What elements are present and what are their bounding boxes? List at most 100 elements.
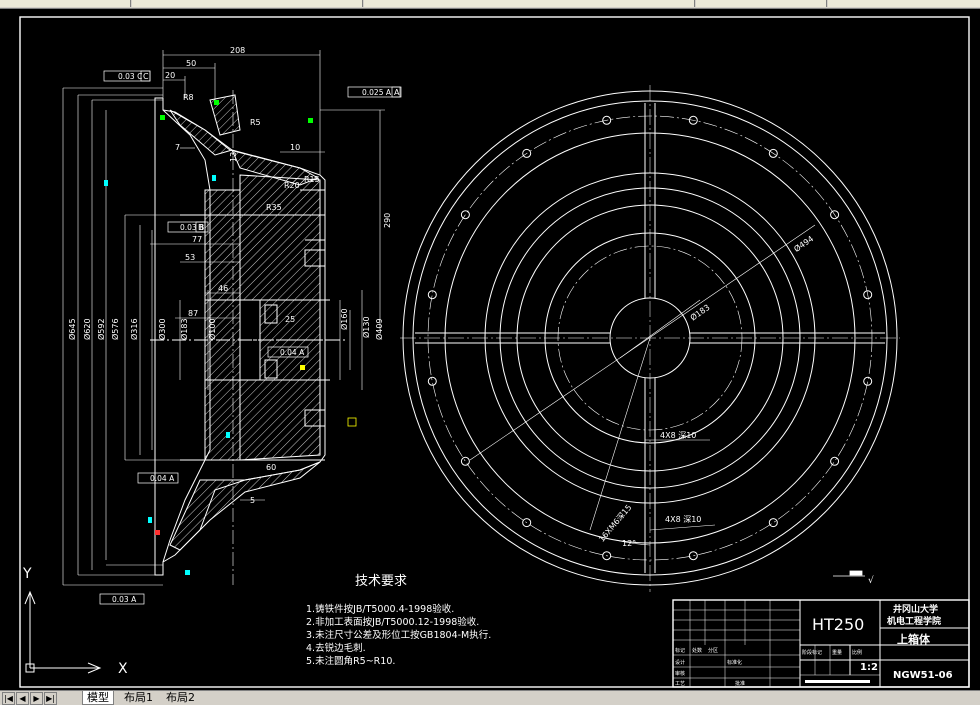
- tech-item-4: 4.去锐边毛刺.: [306, 642, 366, 654]
- roughness-symbol: √: [833, 570, 874, 586]
- bolt-hole: [427, 290, 437, 300]
- dim-60: 60: [266, 463, 276, 472]
- axis-x-label: X: [118, 661, 128, 677]
- dim-25: 25: [285, 315, 295, 324]
- first-tab-button[interactable]: |◀: [2, 692, 15, 705]
- dim-phi300: Ø300: [157, 318, 167, 340]
- bolt-hole: [427, 376, 437, 386]
- marker: [226, 432, 230, 438]
- tb-label: 比例: [852, 649, 862, 656]
- datum-c: C: [143, 72, 149, 81]
- dim-290: 290: [383, 213, 392, 228]
- marker: [300, 365, 305, 370]
- axis-y-label: Y: [22, 566, 32, 582]
- title-block-text: HT250 井冈山大学 机电工程学院 上箱体 NGW51-06 1:2 标记 处…: [675, 603, 953, 687]
- marker: [104, 180, 108, 186]
- bolt-hole: [522, 518, 532, 528]
- scale: 1:2: [860, 662, 878, 673]
- drawing-canvas[interactable]: 208 50 20 10 7 13 290 77 53 46 87 5 25 6…: [0, 9, 980, 690]
- dim-53: 53: [185, 253, 195, 262]
- tb-label: 标准化: [727, 659, 742, 666]
- material: HT250: [812, 615, 864, 634]
- bolt-holes: [427, 115, 873, 561]
- prev-tab-button[interactable]: ◀: [16, 692, 29, 705]
- next-tab-button[interactable]: ▶: [30, 692, 43, 705]
- tech-item-3: 3.未注尺寸公差及形位工按GB1804-M执行.: [306, 629, 491, 641]
- hole-label-2: 4X8 深10: [665, 515, 701, 524]
- title-block: [672, 599, 970, 688]
- marker: [212, 175, 216, 181]
- datum-b: B: [198, 223, 204, 232]
- tab-layout2[interactable]: 布局2: [166, 691, 195, 704]
- radius-r35: R35: [266, 203, 282, 212]
- radius-r8: R8: [183, 93, 194, 102]
- bolt-hole: [830, 456, 840, 466]
- dim-phi100: Ø100: [207, 318, 217, 340]
- toolbar-segment[interactable]: [132, 0, 363, 7]
- section-view: [150, 90, 345, 585]
- bolt-hole: [602, 115, 612, 125]
- marker: [214, 100, 219, 105]
- tolerance-2: 0.025 A: [362, 88, 392, 97]
- part-name: 上箱体: [897, 632, 931, 646]
- tab-layout1[interactable]: 布局1: [124, 691, 153, 704]
- ucs-icon: [24, 590, 102, 674]
- tech-title: 技术要求: [355, 574, 407, 589]
- dim-phi183: Ø183: [179, 318, 189, 340]
- dim-10: 10: [290, 143, 300, 152]
- tolerance-3: 0.03 B: [180, 223, 204, 232]
- bolt-hole: [863, 376, 873, 386]
- bolt-hole: [602, 551, 612, 561]
- tolerance-1: 0.03 C: [118, 72, 142, 81]
- school-line-2: 机电工程学院: [887, 615, 941, 627]
- marker: [148, 517, 152, 523]
- toolbar-segment[interactable]: [364, 0, 695, 7]
- hole-label-3: 16XM6深15: [597, 503, 633, 544]
- tech-item-5: 5.未注圆角R5~R10.: [306, 655, 395, 667]
- roughness-mark: √: [868, 575, 874, 586]
- hole-label-1: 4X8 深10: [660, 431, 696, 440]
- toolbar-segment[interactable]: [828, 0, 980, 7]
- tolerance-frames: 0.03 C 0.025 A 0.03 B 0.04 A 0.04 A 0.03…: [99, 70, 401, 605]
- tb-label: 批准: [735, 680, 745, 687]
- dim-5: 5: [250, 496, 255, 505]
- technical-requirements: 技术要求 1.铸铁件按JB/T5000.4-1998验收. 2.非加工表面按JB…: [306, 574, 491, 667]
- tb-label: 审核: [675, 670, 685, 677]
- dim-20: 20: [165, 71, 175, 80]
- tb-label: 处数: [692, 647, 702, 654]
- dim-phi130: Ø130: [361, 316, 371, 338]
- dim-phi592: Ø592: [96, 318, 106, 340]
- tech-item-2: 2.非加工表面按JB/T5000.12-1998验收.: [306, 616, 479, 628]
- dim-phi620: Ø620: [82, 318, 92, 340]
- marker: [160, 115, 165, 120]
- dim-phi409: Ø409: [374, 318, 384, 340]
- marker: [185, 570, 190, 575]
- dim-phi183b: Ø183: [688, 302, 711, 323]
- bolt-hole: [688, 551, 698, 561]
- tb-label: 分区: [708, 647, 718, 654]
- angle-12: 12°: [622, 539, 636, 548]
- bolt-hole: [460, 210, 470, 220]
- dim-phi645: Ø645: [67, 318, 77, 340]
- dim-46: 46: [218, 284, 228, 293]
- tb-label: 标记: [675, 647, 685, 654]
- last-tab-button[interactable]: ▶|: [44, 692, 57, 705]
- dim-208: 208: [230, 46, 245, 55]
- toolbar-segment[interactable]: [696, 0, 827, 7]
- marker: [155, 530, 160, 535]
- bolt-hole: [863, 290, 873, 300]
- tb-label: 重量: [832, 649, 842, 656]
- datum-a: A: [394, 88, 400, 97]
- tab-model[interactable]: 模型: [82, 691, 114, 705]
- bolt-hole: [460, 456, 470, 466]
- bolt-hole: [768, 518, 778, 528]
- drawing-number: NGW51-06: [893, 670, 953, 681]
- bolt-hole: [688, 115, 698, 125]
- dim-87: 87: [188, 309, 198, 318]
- toolbar-segment[interactable]: [0, 0, 131, 7]
- dim-77: 77: [192, 235, 202, 244]
- radius-r5: R5: [250, 118, 261, 127]
- marker: [347, 417, 357, 427]
- plan-view: [400, 85, 900, 592]
- dim-phi494: Ø494: [792, 233, 815, 254]
